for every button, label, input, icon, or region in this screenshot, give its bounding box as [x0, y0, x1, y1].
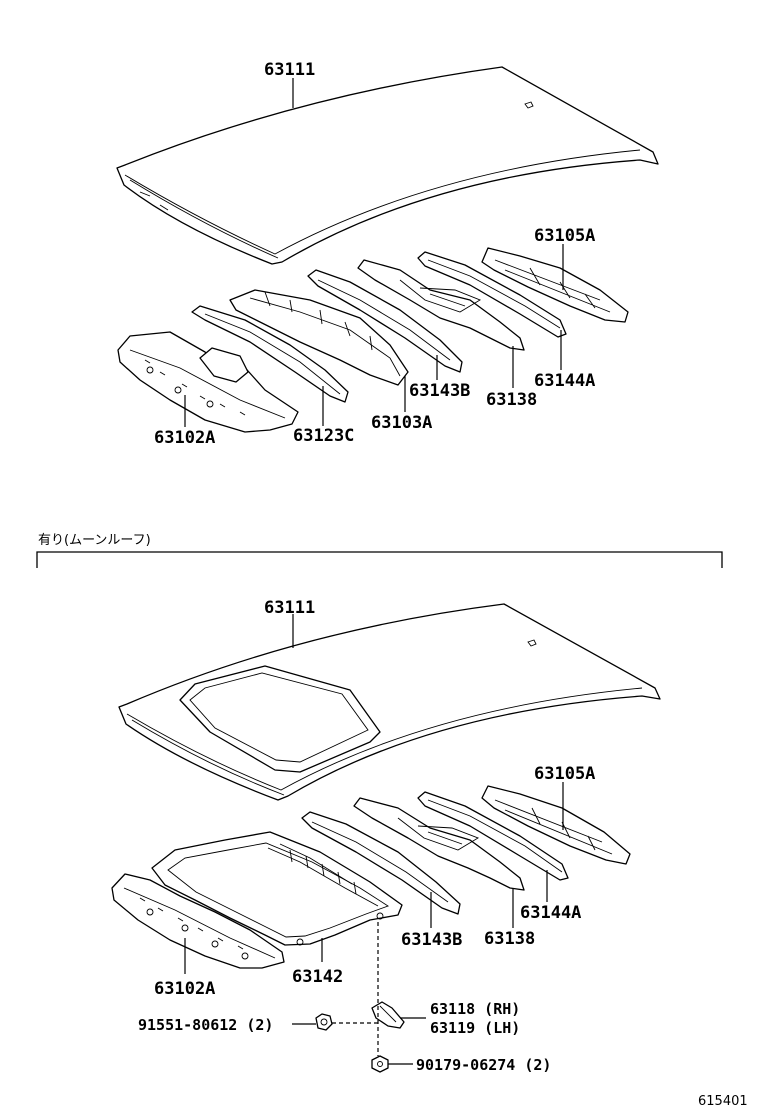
roof-bow-4-top — [357, 259, 525, 351]
sunroof-housing-frame — [151, 831, 403, 946]
bottom-assembly: 63111 63105A 63102A 63142 63143B 63138 6… — [111, 598, 661, 1074]
front-header-top — [481, 247, 629, 323]
nut-fastener — [371, 1055, 389, 1073]
label-bow-3-top: 63143B — [409, 381, 470, 401]
label-front-header-bottom: 63105A — [534, 764, 595, 784]
label-bow-4-bottom: 63138 — [484, 929, 535, 949]
label-rear-header-top: 63102A — [154, 428, 215, 448]
label-roof-bottom: 63111 — [264, 598, 315, 618]
section-caption: 有り(ムーンルーフ) — [38, 533, 151, 548]
label-rear-header-bottom: 63102A — [154, 979, 215, 999]
roof-bow-1-top — [191, 305, 349, 403]
roof-bow-3-bottom — [301, 811, 461, 915]
roof-bow-4-bottom — [353, 797, 525, 891]
label-bracket-rh: 63118 (RH) — [430, 1000, 520, 1018]
label-bow-2-top: 63103A — [371, 413, 432, 433]
label-bow-5-bottom: 63144A — [520, 903, 581, 923]
label-bow-5-top: 63144A — [534, 371, 595, 391]
roof-bow-2-top — [229, 289, 409, 386]
section-bracket — [36, 551, 723, 568]
roof-bow-3-top — [307, 269, 463, 373]
label-sunroof-frame: 63142 — [292, 967, 343, 987]
leaders-top — [184, 78, 564, 427]
label-roof-top: 63111 — [264, 60, 315, 80]
roof-panel-bottom — [118, 603, 661, 801]
front-header-bottom — [481, 785, 631, 865]
roof-panel-top — [116, 66, 659, 265]
label-nut: 90179-06274 (2) — [416, 1056, 551, 1074]
figure-number: 615401 — [698, 1094, 748, 1109]
bolt-fastener — [315, 1013, 333, 1031]
rear-header-top — [117, 331, 299, 433]
label-bow-4-top: 63138 — [486, 390, 537, 410]
rear-header-bottom — [111, 873, 285, 969]
label-bow-1-top: 63123C — [293, 426, 354, 446]
roof-bow-5-bottom — [417, 791, 569, 881]
label-bracket-lh: 63119 (LH) — [430, 1019, 520, 1037]
label-front-header-top: 63105A — [534, 226, 595, 246]
label-bow-3-bottom: 63143B — [401, 930, 462, 950]
roof-bow-5-top — [417, 251, 567, 338]
label-bolt: 91551-80612 (2) — [138, 1016, 273, 1034]
moonroof-bracket — [371, 1001, 405, 1029]
top-assembly: 63111 63105A 63102A 63123C 63103A 63143B… — [116, 60, 659, 448]
leaders-bottom — [184, 614, 564, 1065]
